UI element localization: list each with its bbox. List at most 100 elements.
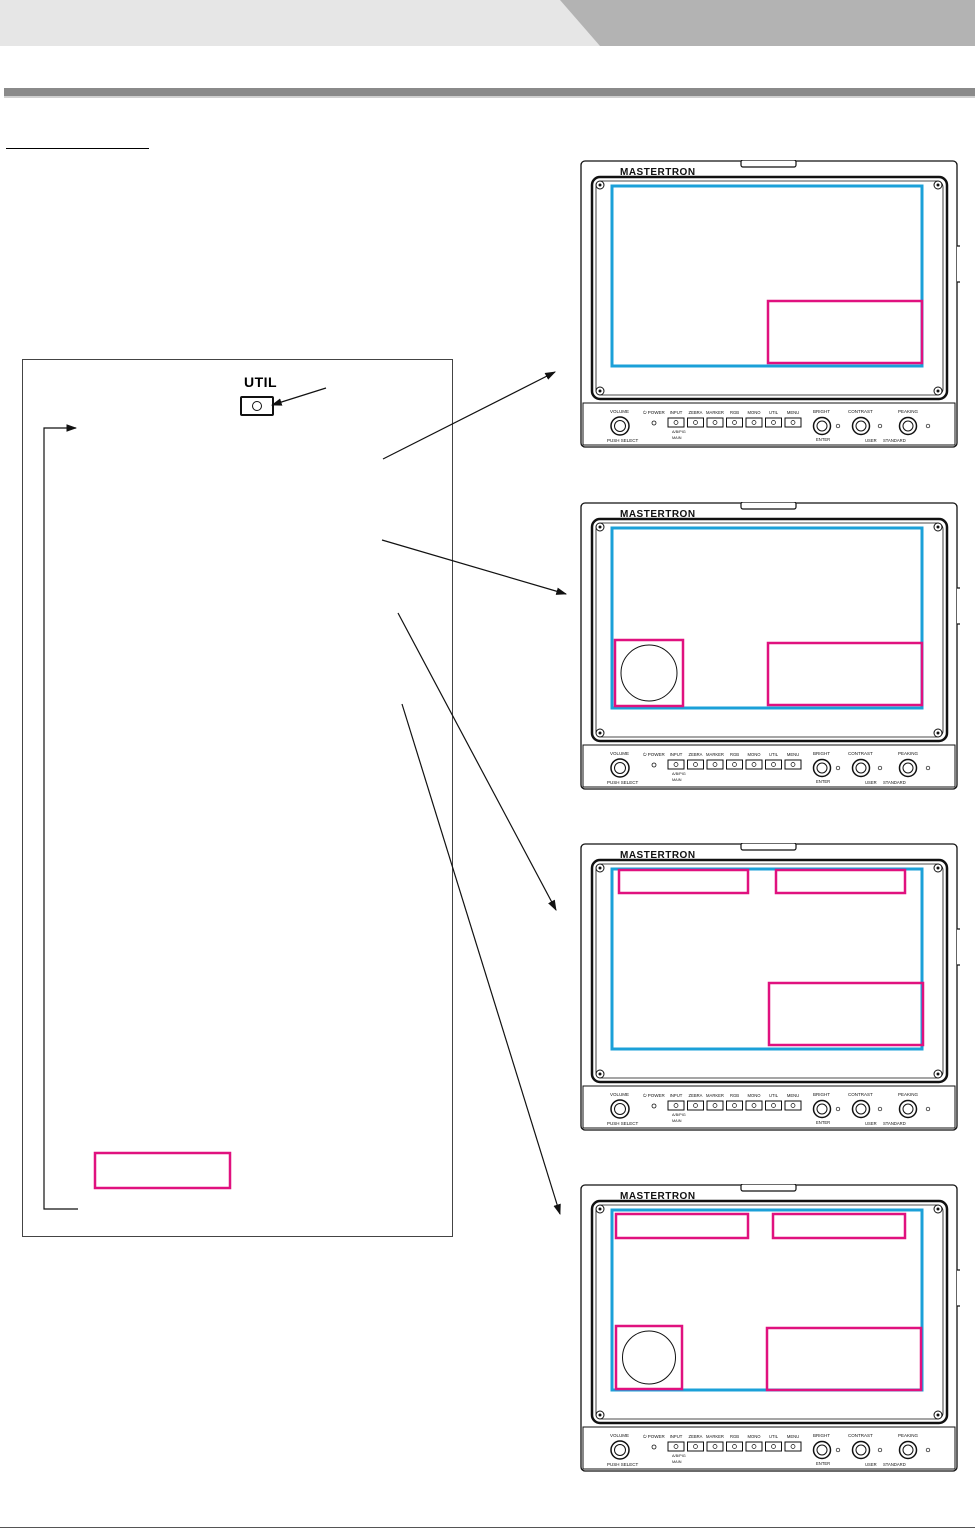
label-volume: VOLUME <box>610 751 629 756</box>
peaking-knob-icon <box>902 1103 914 1115</box>
button-dot-icon <box>771 1103 776 1108</box>
highlight-box <box>614 1212 750 1240</box>
util-button[interactable] <box>240 396 274 416</box>
screw-icon <box>598 866 602 870</box>
power-led-icon <box>651 1444 657 1450</box>
screw-icon <box>598 731 602 735</box>
highlight-box <box>617 868 750 895</box>
screw-icon <box>598 1207 602 1211</box>
bright-knob-icon <box>816 762 828 774</box>
monitor-bezel <box>590 175 949 401</box>
scope-circle <box>620 644 678 702</box>
led-icon <box>925 1106 931 1112</box>
label-standard: STANDARD <box>883 438 906 443</box>
button-dot-icon <box>712 420 718 425</box>
contrast-knob-icon <box>855 1444 867 1456</box>
led-icon <box>877 423 883 429</box>
bright-knob-icon <box>816 1444 828 1456</box>
label-volume: VOLUME <box>610 1433 629 1438</box>
util-label: UTIL <box>244 374 278 390</box>
highlight-box <box>766 641 924 707</box>
label-bright: BRIGHT <box>813 409 830 414</box>
label-push-select: PUSH SELECT <box>607 1121 639 1126</box>
label-standard: STANDARD <box>883 780 906 785</box>
power-led-icon <box>651 1103 657 1109</box>
button-dot-icon <box>673 1444 679 1449</box>
label-button-input: INPUT <box>670 410 683 415</box>
label-user: USER <box>865 1462 877 1467</box>
power-led-icon <box>651 420 657 426</box>
highlight-box <box>771 1212 907 1240</box>
label-button-mono: MONO <box>747 1434 761 1439</box>
label-button-rgb: RGB <box>730 1434 739 1439</box>
pip-highlight-box <box>614 1324 684 1391</box>
highlight-box <box>765 1326 923 1392</box>
button-dot-icon <box>771 1444 776 1449</box>
label-sub-b: MAIN <box>672 1460 682 1464</box>
button-dot-icon <box>732 762 737 767</box>
button-dot-icon <box>673 420 679 425</box>
footer-rule <box>0 1527 975 1528</box>
label-power: ⏻ POWER <box>643 1093 666 1098</box>
button-dot-icon <box>732 420 737 425</box>
highlight-box <box>774 868 907 895</box>
monitor-bezel-inner <box>595 863 944 1079</box>
monitor-bezel <box>590 858 949 1084</box>
label-button-zebra: ZEBRA <box>689 1434 703 1439</box>
label-push-select: PUSH SELECT <box>607 438 639 443</box>
label-sub-a: A/B/PIG <box>672 430 686 434</box>
led-icon <box>835 423 841 429</box>
screen-area <box>610 184 924 368</box>
label-button-rgb: RGB <box>730 752 739 757</box>
section-underline <box>6 148 149 149</box>
label-volume: VOLUME <box>610 1092 629 1097</box>
label-contrast: CONTRAST <box>848 1433 873 1438</box>
label-enter: ENTER <box>816 779 830 784</box>
button-dot-icon <box>751 1444 757 1449</box>
monitor-bezel-inner <box>595 522 944 738</box>
label-button-zebra: ZEBRA <box>689 752 703 757</box>
label-button-menu: MENU <box>787 752 799 757</box>
monitor-top-tab <box>740 160 797 168</box>
screw-icon <box>936 1072 940 1076</box>
brand-logo: MASTERTRON <box>620 1191 696 1202</box>
title-rule-shadow <box>4 96 975 98</box>
led-icon <box>835 765 841 771</box>
label-button-mono: MONO <box>747 752 761 757</box>
contrast-knob-icon <box>855 1103 867 1115</box>
screw-icon <box>936 731 940 735</box>
volume-knob-icon <box>614 1444 626 1456</box>
led-icon <box>925 423 931 429</box>
label-user: USER <box>865 780 877 785</box>
label-push-select: PUSH SELECT <box>607 780 639 785</box>
label-peaking: PEAKING <box>898 1433 919 1438</box>
monitor-bezel <box>590 517 949 743</box>
button-dot-icon <box>790 1444 796 1449</box>
label-sub-a: A/B/PIG <box>672 772 686 776</box>
button-dot-icon <box>712 762 718 767</box>
label-enter: ENTER <box>816 437 830 442</box>
button-dot-icon <box>712 1444 718 1449</box>
label-button-marker: MARKER <box>706 1093 724 1098</box>
label-peaking: PEAKING <box>898 1092 919 1097</box>
button-dot-icon <box>673 762 679 767</box>
highlight-box <box>766 299 924 365</box>
label-button-marker: MARKER <box>706 1434 724 1439</box>
screw-icon <box>598 1413 602 1417</box>
screw-icon <box>936 1207 940 1211</box>
control-panel <box>582 1426 956 1470</box>
label-button-mono: MONO <box>747 1093 761 1098</box>
screw-icon <box>936 525 940 529</box>
brand-logo: MASTERTRON <box>620 167 696 178</box>
monitor-top-tab <box>740 843 797 851</box>
led-icon <box>877 765 883 771</box>
button-dot-icon <box>693 1103 698 1108</box>
volume-knob-icon <box>614 420 626 432</box>
monitor-top-tab <box>740 502 797 510</box>
label-button-rgb: RGB <box>730 410 739 415</box>
screw-icon <box>936 389 940 393</box>
label-enter: ENTER <box>816 1461 830 1466</box>
screw-icon <box>936 866 940 870</box>
screw-icon <box>936 1413 940 1417</box>
